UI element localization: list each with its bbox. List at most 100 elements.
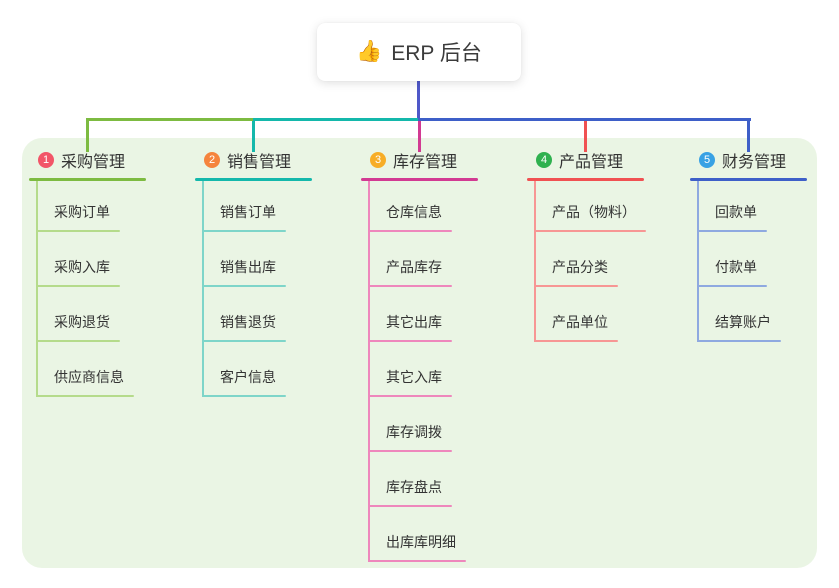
child-label: 仓库信息 (386, 204, 442, 220)
child-label: 结算账户 (715, 314, 771, 330)
branch-trunk-line (368, 181, 370, 562)
thumbs-up-icon: 👍 (356, 40, 383, 63)
child-node[interactable]: 产品库存 (368, 259, 452, 287)
child-underline (202, 395, 286, 397)
branch-title: 库存管理 (393, 154, 458, 171)
connector-segment-mid (253, 118, 420, 121)
branch-underline (690, 178, 807, 181)
child-underline (368, 450, 452, 452)
branch-drop-line (418, 121, 421, 152)
root-node[interactable]: 👍 ERP 后台 (317, 23, 521, 81)
child-node[interactable]: 供应商信息 (36, 369, 134, 397)
child-underline (697, 285, 767, 287)
branch-trunk-line (36, 181, 38, 397)
child-node[interactable]: 结算账户 (697, 314, 781, 342)
child-label: 销售出库 (220, 259, 276, 275)
child-node[interactable]: 仓库信息 (368, 204, 452, 232)
branch-header[interactable]: 4 产品管理 (527, 150, 644, 181)
child-label: 产品库存 (386, 259, 442, 275)
child-node[interactable]: 库存调拨 (368, 424, 452, 452)
child-label: 其它出库 (386, 314, 442, 330)
branch-underline (361, 178, 478, 181)
child-label: 销售退货 (220, 314, 276, 330)
child-underline (534, 340, 618, 342)
branch-trunk-line (697, 181, 699, 342)
child-underline (36, 230, 120, 232)
child-underline (36, 340, 120, 342)
child-node[interactable]: 销售退货 (202, 314, 286, 342)
child-label: 出库库明细 (386, 534, 456, 550)
branch-header[interactable]: 2 销售管理 (195, 150, 312, 181)
child-node[interactable]: 采购入库 (36, 259, 120, 287)
branch-number-badge: 5 (699, 152, 715, 168)
branch-underline (29, 178, 146, 181)
child-underline (36, 395, 134, 397)
child-underline (697, 230, 767, 232)
branch-underline (527, 178, 644, 181)
branch-header[interactable]: 5 财务管理 (690, 150, 807, 181)
child-node[interactable]: 付款单 (697, 259, 767, 287)
child-label: 其它入库 (386, 369, 442, 385)
branch-drop-line (252, 121, 255, 152)
child-node[interactable]: 采购订单 (36, 204, 120, 232)
branch-header[interactable]: 1 采购管理 (29, 150, 146, 181)
child-node[interactable]: 采购退货 (36, 314, 120, 342)
branch-number-badge: 1 (38, 152, 54, 168)
branch-number-badge: 4 (536, 152, 552, 168)
branch-title: 产品管理 (559, 154, 624, 171)
child-node[interactable]: 销售订单 (202, 204, 286, 232)
child-label: 客户信息 (220, 369, 276, 385)
child-label: 销售订单 (220, 204, 276, 220)
child-label: 付款单 (715, 259, 757, 275)
child-node[interactable]: 销售出库 (202, 259, 286, 287)
child-node[interactable]: 产品分类 (534, 259, 618, 287)
child-underline (202, 230, 286, 232)
branch-underline (195, 178, 312, 181)
child-node[interactable]: 回款单 (697, 204, 767, 232)
branch-number-badge: 3 (370, 152, 386, 168)
child-underline (534, 230, 646, 232)
child-node[interactable]: 出库库明细 (368, 534, 466, 562)
child-label: 供应商信息 (54, 369, 124, 385)
branch-trunk-line (202, 181, 204, 397)
child-underline (368, 230, 452, 232)
child-label: 采购订单 (54, 204, 110, 220)
child-underline (368, 560, 466, 562)
child-node[interactable]: 产品单位 (534, 314, 618, 342)
child-label: 库存调拨 (386, 424, 442, 440)
child-underline (368, 505, 452, 507)
child-node[interactable]: 其它入库 (368, 369, 452, 397)
child-underline (36, 285, 120, 287)
branch-header[interactable]: 3 库存管理 (361, 150, 478, 181)
branch-title: 销售管理 (227, 154, 292, 171)
connector-segment-left (86, 118, 255, 121)
root-connector-line (417, 80, 420, 121)
branch-title: 采购管理 (61, 154, 126, 171)
child-label: 回款单 (715, 204, 757, 220)
child-underline (368, 285, 452, 287)
child-underline (202, 340, 286, 342)
child-label: 产品（物料） (552, 204, 636, 220)
mindmap-background-panel (22, 138, 817, 568)
connector-segment-right (418, 118, 751, 121)
child-underline (697, 340, 781, 342)
child-underline (368, 395, 452, 397)
branch-number-badge: 2 (204, 152, 220, 168)
root-title: ERP 后台 (391, 42, 482, 65)
branch-trunk-line (534, 181, 536, 342)
child-underline (368, 340, 452, 342)
branch-drop-line (584, 121, 587, 152)
child-node[interactable]: 其它出库 (368, 314, 452, 342)
child-node[interactable]: 客户信息 (202, 369, 286, 397)
child-node[interactable]: 库存盘点 (368, 479, 452, 507)
child-label: 采购退货 (54, 314, 110, 330)
child-underline (534, 285, 618, 287)
child-label: 产品单位 (552, 314, 608, 330)
child-underline (202, 285, 286, 287)
branch-drop-line (747, 121, 750, 152)
branch-title: 财务管理 (722, 154, 787, 171)
child-node[interactable]: 产品（物料） (534, 204, 646, 232)
child-label: 产品分类 (552, 259, 608, 275)
child-label: 库存盘点 (386, 479, 442, 495)
child-label: 采购入库 (54, 259, 110, 275)
